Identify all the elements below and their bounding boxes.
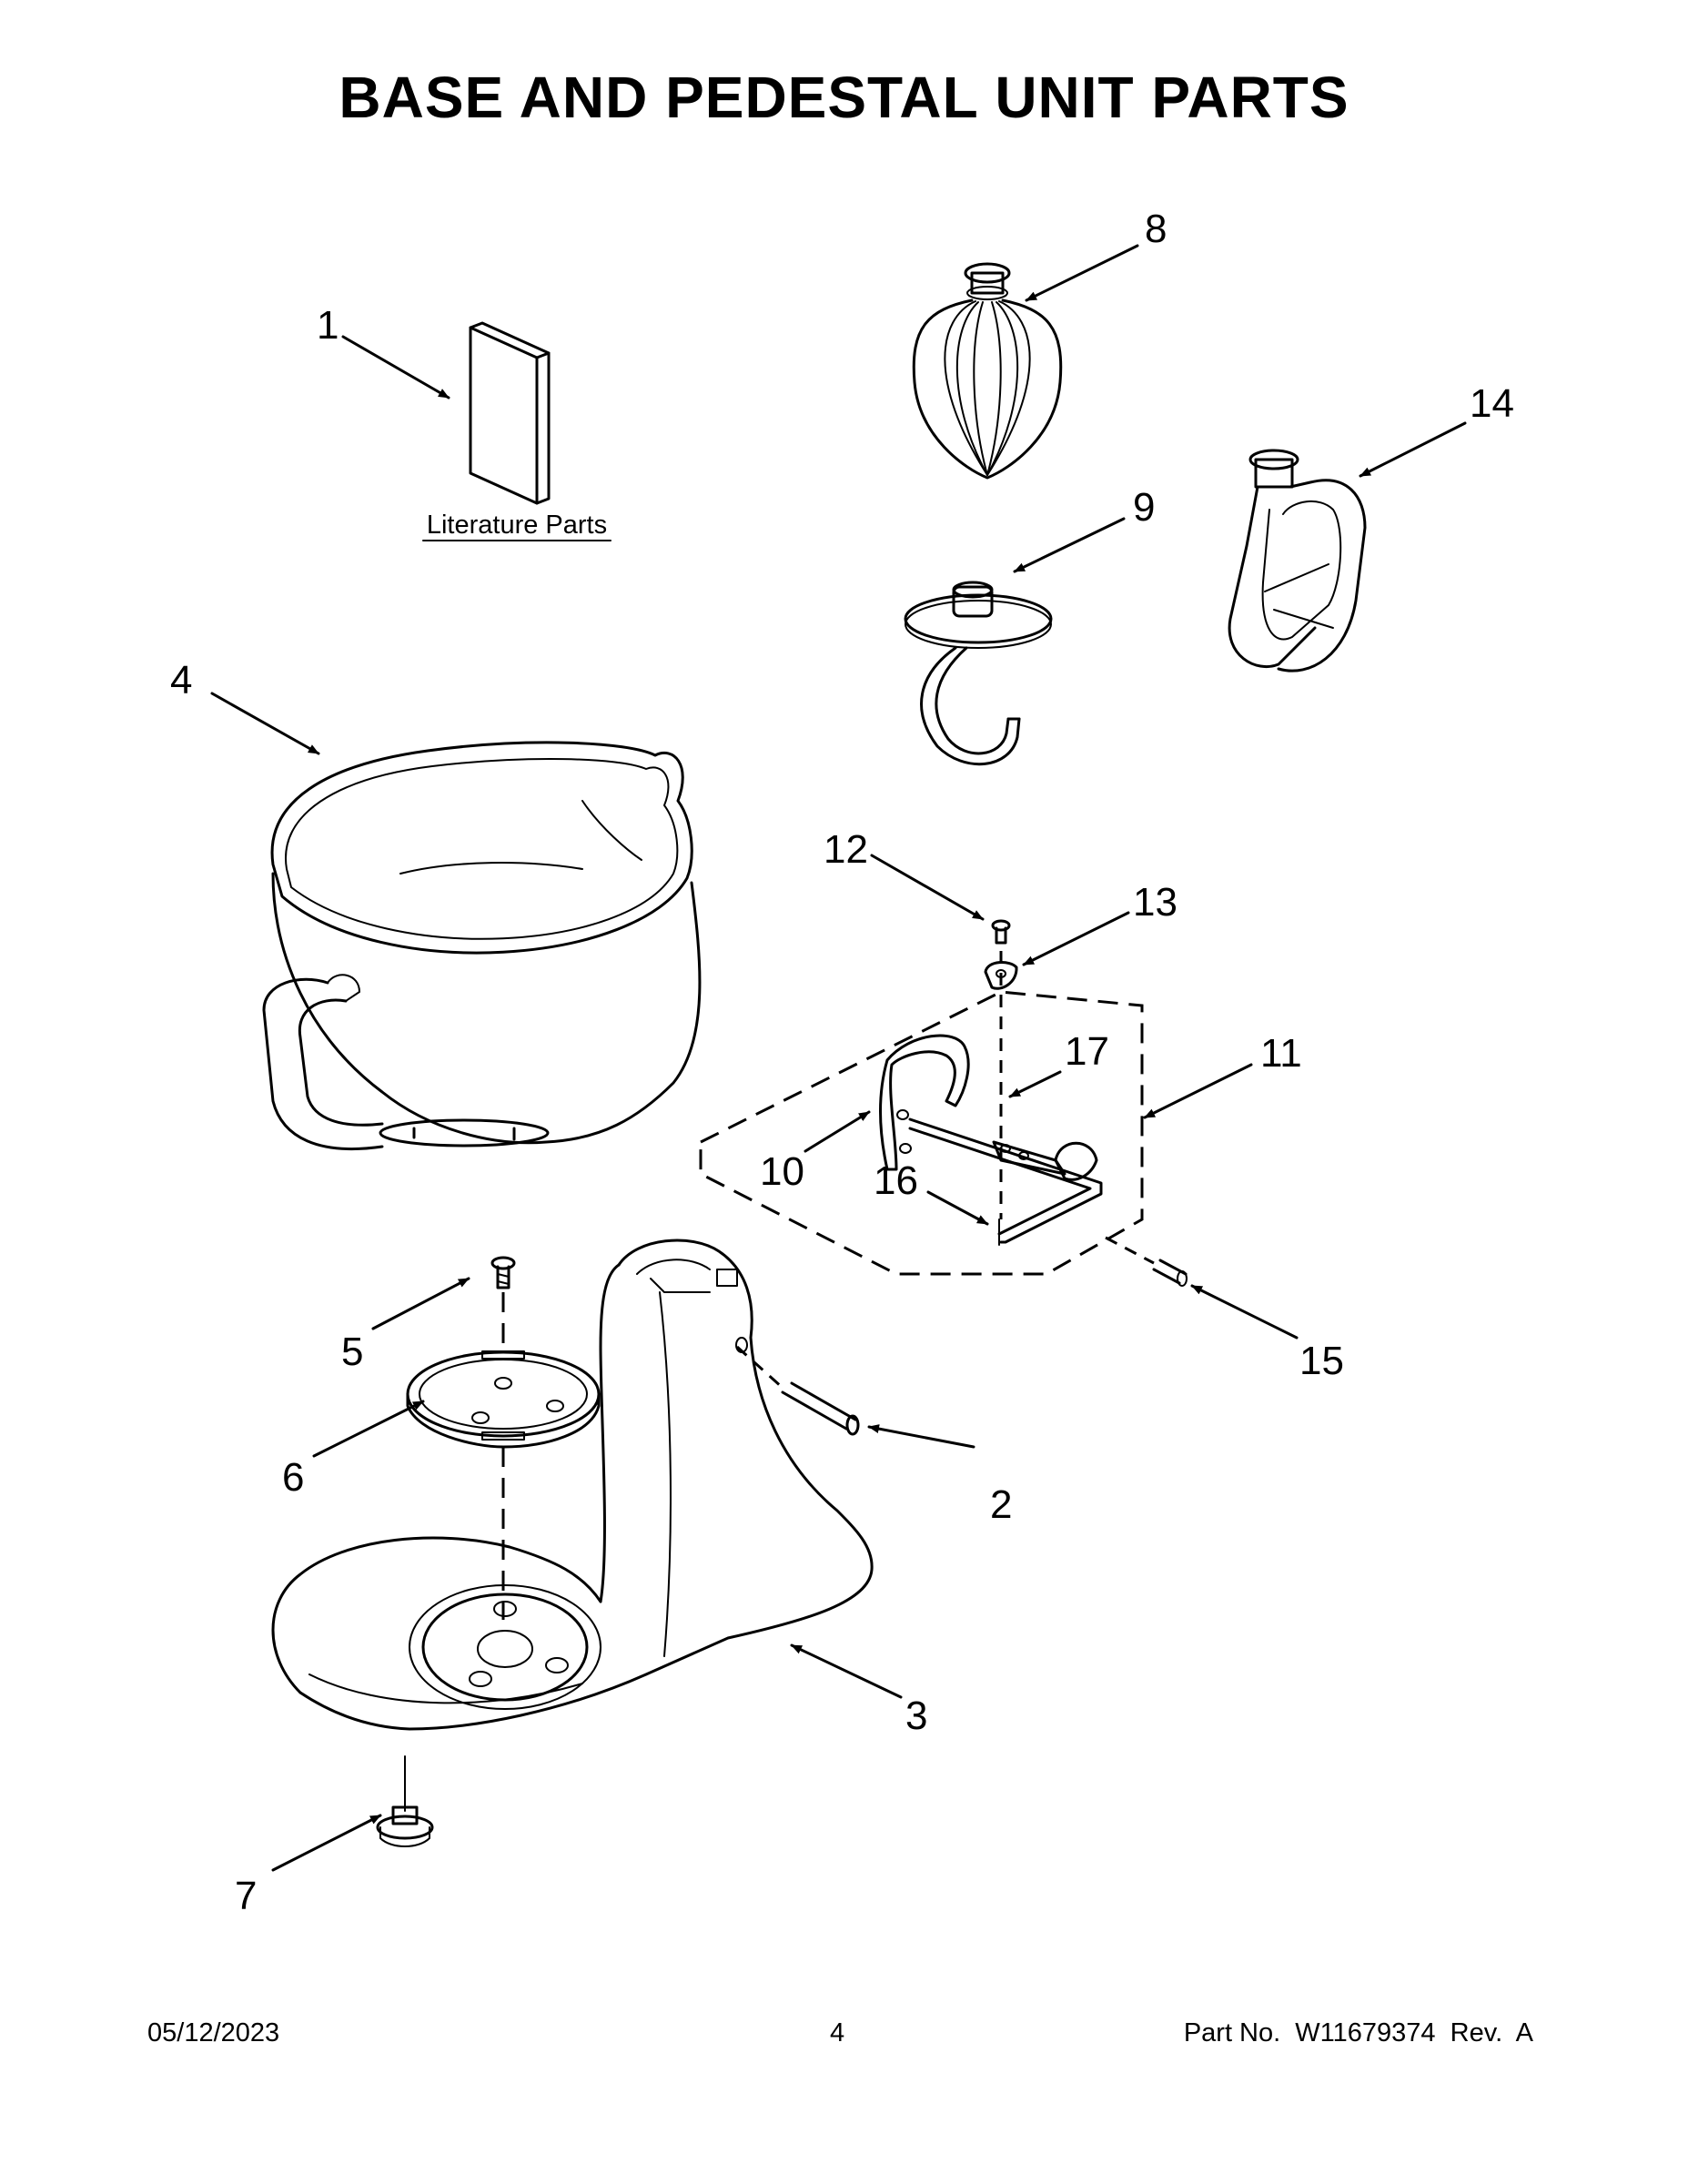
leader-arrows	[210, 244, 1467, 1872]
leader-arrow-4	[210, 692, 320, 755]
callout-15: 15	[1299, 1339, 1344, 1383]
screw-part-12	[991, 919, 1011, 945]
callout-3: 3	[905, 1694, 927, 1738]
callout-9: 9	[1133, 485, 1155, 530]
literature-parts-booklet: Literature Parts	[422, 321, 612, 541]
lock-rod-part	[908, 1117, 1103, 1246]
leader-arrow-7	[271, 1814, 382, 1872]
callout-2: 2	[990, 1482, 1012, 1527]
leader-arrow-8	[1025, 244, 1139, 302]
callout-17: 17	[1065, 1029, 1109, 1074]
footer-date: 05/12/2023	[147, 2018, 280, 2048]
leader-arrow-5	[371, 1277, 470, 1330]
callout-8: 8	[1145, 207, 1167, 251]
footer-page-number: 4	[830, 2018, 845, 2048]
flat-beater-part	[1228, 449, 1367, 672]
callout-12: 12	[824, 827, 868, 872]
leader-arrow-12	[870, 854, 985, 921]
literature-parts-label: Literature Parts	[427, 511, 607, 540]
leader-arrow-3	[790, 1643, 903, 1699]
washer-part-13	[984, 961, 1018, 990]
callout-1: 1	[317, 303, 339, 348]
leader-arrow-16	[926, 1190, 989, 1226]
hinge-pin-part	[735, 1345, 860, 1436]
wire-whip-part	[912, 262, 1063, 480]
page-title: BASE AND PEDESTAL UNIT PARTS	[339, 65, 1349, 130]
lock-lever-part	[992, 1140, 1098, 1181]
callout-7: 7	[235, 1874, 257, 1918]
clamp-plate-part	[406, 1350, 601, 1449]
leader-arrow-14	[1359, 421, 1467, 478]
callout-6: 6	[282, 1455, 304, 1500]
callout-16: 16	[874, 1158, 918, 1203]
lock-bracket-part	[879, 1034, 970, 1171]
mixing-bowl-part	[262, 741, 702, 1151]
footer-part-number: Part No. W11679374 Rev. A	[1183, 2018, 1533, 2048]
leader-arrow-15	[1190, 1284, 1299, 1340]
rubber-foot-part	[376, 1755, 434, 1847]
leader-arrow-17	[1008, 1070, 1062, 1098]
leader-arrow-11	[1143, 1063, 1253, 1119]
callout-numbers: 1 2 3 4 5 6 7 8 9 10 11 12 13 14 15 16 1…	[170, 207, 1514, 1918]
callout-13: 13	[1133, 880, 1178, 925]
leader-arrow-2	[867, 1424, 975, 1449]
leader-arrow-13	[1022, 911, 1130, 966]
callout-14: 14	[1470, 381, 1514, 426]
leader-arrow-9	[1013, 517, 1126, 573]
callout-4: 4	[170, 658, 192, 703]
callout-11: 11	[1260, 1031, 1302, 1076]
dough-hook-part	[904, 581, 1053, 766]
callout-10: 10	[760, 1149, 804, 1194]
assembly-11-outline	[699, 990, 1144, 1276]
callout-5: 5	[341, 1330, 363, 1374]
leader-arrow-1	[341, 335, 450, 399]
spring-pin-part	[1105, 1236, 1188, 1287]
pedestal-base-part	[271, 1239, 874, 1731]
leader-arrow-10	[804, 1110, 871, 1153]
screw-part-5	[490, 1256, 516, 1289]
leader-arrow-6	[312, 1400, 425, 1458]
